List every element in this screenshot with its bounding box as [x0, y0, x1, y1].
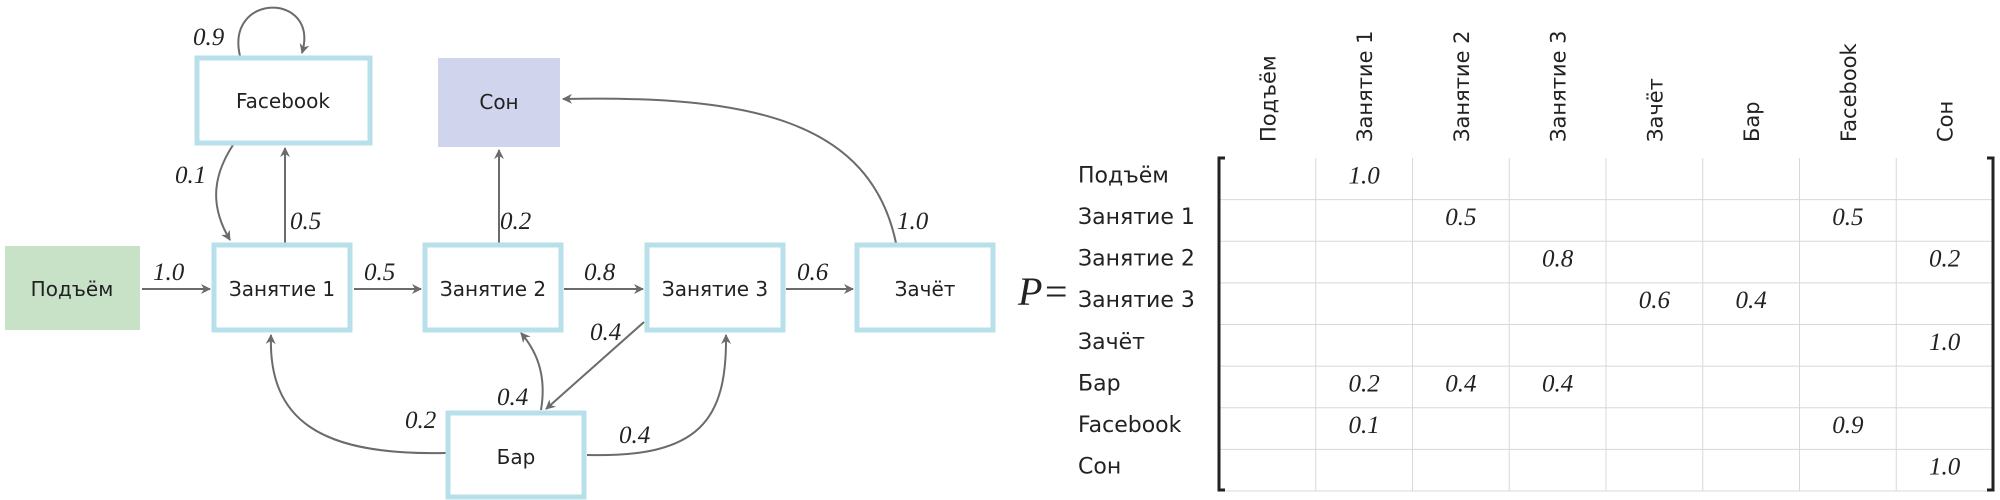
- matrix-cell: 1.0: [1349, 162, 1381, 189]
- column-labels: Подъём Занятие 1 Занятие 2 Занятие 3 Зачёт Ба…: [1256, 30, 1957, 142]
- edge-label: 0.9: [193, 24, 225, 51]
- edge-podem-z1: 1.0: [142, 259, 211, 294]
- edge-facebook-self: 0.9: [193, 6, 310, 57]
- matrix-symbol: P=: [1017, 269, 1069, 314]
- node-podem: Подъём: [5, 246, 140, 330]
- edge-label: 1.0: [153, 259, 185, 286]
- node-z1: Занятие 1: [211, 242, 353, 333]
- row-label: Бар: [1078, 371, 1121, 396]
- left-bracket: [1217, 156, 1225, 492]
- column-label: Занятие 2: [1450, 30, 1474, 142]
- edge-label: 0.1: [175, 162, 206, 189]
- matrix-cell: 0.4: [1445, 370, 1476, 397]
- row-label: Занятие 2: [1078, 247, 1195, 272]
- edge-label: 0.2: [405, 407, 436, 434]
- row-label: Занятие 1: [1078, 205, 1195, 230]
- edge-z3-zachet: 0.6: [786, 259, 854, 294]
- matrix-cell: 0.5: [1445, 204, 1476, 231]
- matrix-cell: 1.0: [1929, 454, 1961, 481]
- edge-label: 0.5: [290, 208, 321, 235]
- matrix-cell: 0.2: [1929, 246, 1960, 273]
- node-son: Сон: [438, 58, 560, 147]
- node-label: Сон: [479, 90, 518, 114]
- matrix-cells: 1.0 0.5 0.5 0.8 0.2 0.6 0.4 1.0 0.2 0.4 0.4 0.1 0.9 1…: [1349, 162, 1961, 480]
- node-z2: Занятие 2: [422, 242, 564, 333]
- node-label: Подъём: [31, 277, 114, 301]
- edge-bar-z2: 0.4: [497, 332, 544, 411]
- edge-label: 0.8: [584, 259, 616, 286]
- row-label: Занятие 3: [1078, 288, 1195, 313]
- column-label: Бар: [1740, 101, 1764, 142]
- edge-bar-z3: 0.4: [586, 334, 732, 457]
- matrix-cell: 0.4: [1736, 287, 1767, 314]
- matrix-cell: 0.2: [1349, 370, 1380, 397]
- column-label: Подъём: [1256, 55, 1280, 142]
- matrix-cell: 0.6: [1639, 287, 1671, 314]
- node-zachet: Зачёт: [854, 242, 996, 333]
- edge-z1-z2: 0.5: [354, 259, 422, 294]
- edge-z3-bar: 0.4: [545, 319, 645, 410]
- matrix-cell: 0.1: [1349, 412, 1380, 439]
- node-label: Facebook: [236, 89, 330, 113]
- row-label: Сон: [1078, 455, 1121, 480]
- column-label: Сон: [1934, 101, 1958, 142]
- row-label: Facebook: [1078, 413, 1182, 438]
- matrix-cell: 0.5: [1832, 204, 1863, 231]
- edge-label: 0.4: [497, 384, 528, 411]
- node-label: Занятие 2: [440, 277, 546, 301]
- node-label: Занятие 1: [229, 277, 335, 301]
- node-facebook: Facebook: [194, 55, 373, 146]
- node-label: Зачёт: [895, 277, 956, 301]
- edge-label: 1.0: [897, 208, 929, 235]
- matrix-grid: [1219, 158, 1993, 492]
- matrix-cell: 0.8: [1542, 246, 1574, 273]
- edge-facebook-z1: 0.1: [175, 144, 234, 241]
- row-label: Подъём: [1078, 163, 1169, 188]
- edge-z1-facebook: 0.5: [280, 147, 321, 243]
- edge-zachet-son: 1.0: [562, 93, 929, 244]
- matrix-cell: 1.0: [1929, 329, 1961, 356]
- edge-label: 0.5: [364, 259, 395, 286]
- edge-z2-son: 0.2: [494, 149, 531, 243]
- edge-label: 0.2: [500, 208, 531, 235]
- state-diagram: 1.0 0.5 0.8 0.6 0.5 0.2 0.1 0.9 1.0 0.4 …: [5, 6, 996, 500]
- node-label: Бар: [497, 445, 536, 469]
- edge-label: 0.4: [619, 422, 650, 449]
- matrix-cell: 0.4: [1542, 370, 1573, 397]
- column-label: Занятие 3: [1547, 30, 1571, 142]
- edge-label: 0.6: [797, 259, 829, 286]
- node-label: Занятие 3: [662, 277, 768, 301]
- row-label: Зачёт: [1078, 330, 1145, 355]
- node-bar: Бар: [445, 410, 587, 500]
- column-label: Занятие 1: [1353, 30, 1377, 142]
- matrix-cell: 0.9: [1832, 412, 1864, 439]
- edge-label: 0.4: [590, 319, 621, 346]
- right-bracket: [1987, 156, 1995, 492]
- edge-z2-z3: 0.8: [564, 259, 644, 294]
- node-z3: Занятие 3: [644, 242, 786, 333]
- column-label: Facebook: [1837, 42, 1861, 142]
- column-label: Зачёт: [1643, 78, 1667, 142]
- edge-bar-z1: 0.2: [265, 334, 447, 455]
